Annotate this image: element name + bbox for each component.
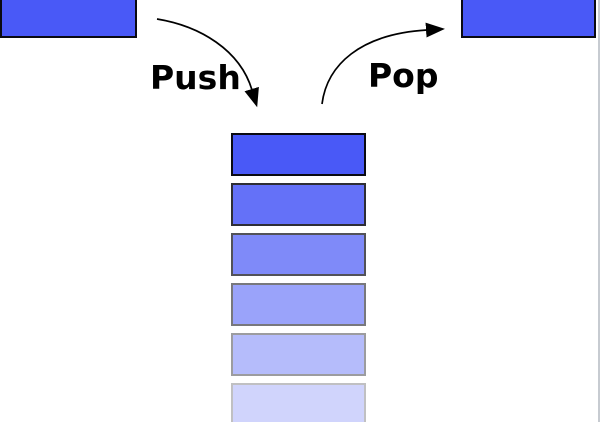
stack-item <box>231 183 366 226</box>
stack-item <box>231 133 366 176</box>
stack-item <box>231 333 366 376</box>
stack-item <box>231 233 366 276</box>
push-label: Push <box>150 58 241 97</box>
incoming-item-box <box>0 0 137 38</box>
stack-item <box>231 383 366 422</box>
stack <box>231 133 366 422</box>
stack-item <box>231 283 366 326</box>
popped-item-box <box>461 0 596 38</box>
page-edge-line <box>598 0 600 422</box>
pop-label: Pop <box>368 56 439 95</box>
